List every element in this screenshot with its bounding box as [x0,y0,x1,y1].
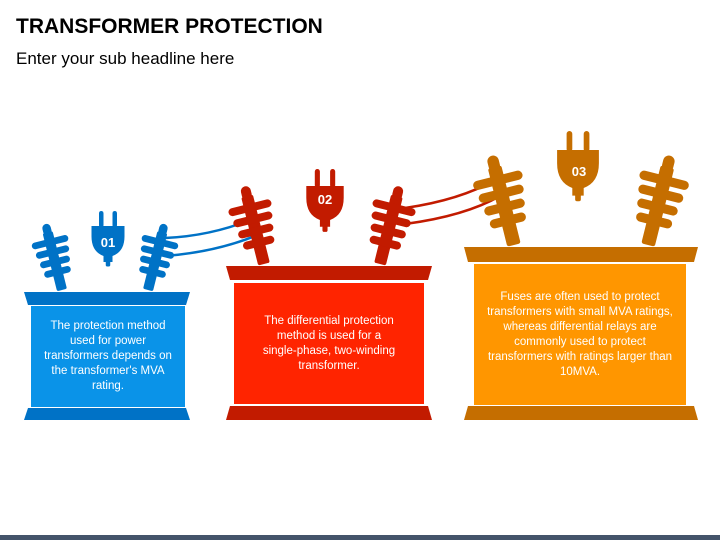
insulator-bushing-icon [358,181,421,270]
page-title: TRANSFORMER PROTECTION [16,15,323,38]
page-subtitle: Enter your sub headline here [16,49,235,68]
transformer-2 [223,169,432,420]
step-2-description: The differential protection method is us… [234,283,424,404]
insulator-bushing-icon [467,149,539,252]
transformer-1 [24,211,190,420]
insulator-bushing-icon [623,149,695,252]
step-1-number: 01 [100,235,116,250]
transformer-3 [464,131,698,420]
step-1-description: The protection method used for power tra… [31,306,185,407]
insulator-bushing-icon [129,219,183,295]
step-3-description: Fuses are often used to protect transfor… [474,264,686,405]
insulator-bushing-icon [27,219,81,295]
step-2-number: 02 [317,192,333,207]
step-3-number: 03 [571,164,587,179]
footer-bar [0,535,720,540]
